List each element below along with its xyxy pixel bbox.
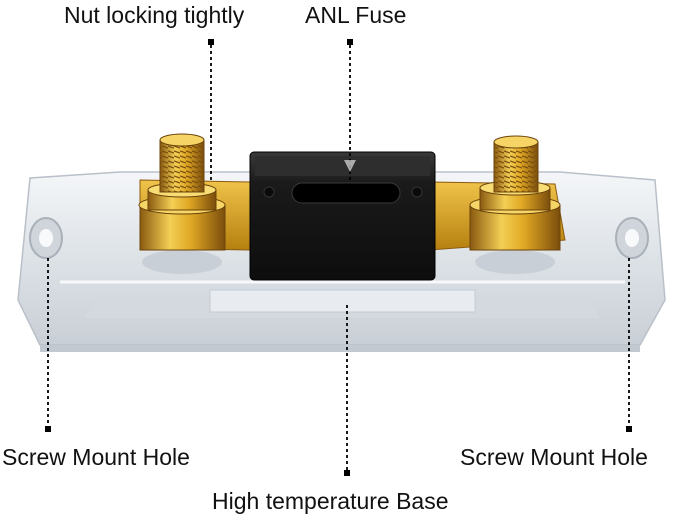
label-anl-fuse: ANL Fuse (305, 2, 407, 28)
label-nut-locking: Nut locking tightly (64, 2, 245, 28)
callout-leader-left-hole (45, 258, 51, 432)
label-high-temperature-base: High temperature Base (212, 488, 449, 514)
callout-leader-right-hole (626, 258, 632, 432)
label-screw-mount-hole-left: Screw Mount Hole (2, 444, 190, 470)
callout-leader-base (344, 305, 350, 476)
terminal-stud-left (138, 133, 226, 274)
screw-mount-hole-right (615, 217, 649, 259)
label-screw-mount-hole-right: Screw Mount Hole (460, 444, 648, 470)
screw-mount-hole-left (29, 217, 63, 259)
terminal-stud-right (469, 135, 561, 274)
callout-leader-fuse (344, 39, 356, 180)
callout-leader-nut (208, 39, 214, 180)
anl-fuse-body (249, 151, 436, 281)
